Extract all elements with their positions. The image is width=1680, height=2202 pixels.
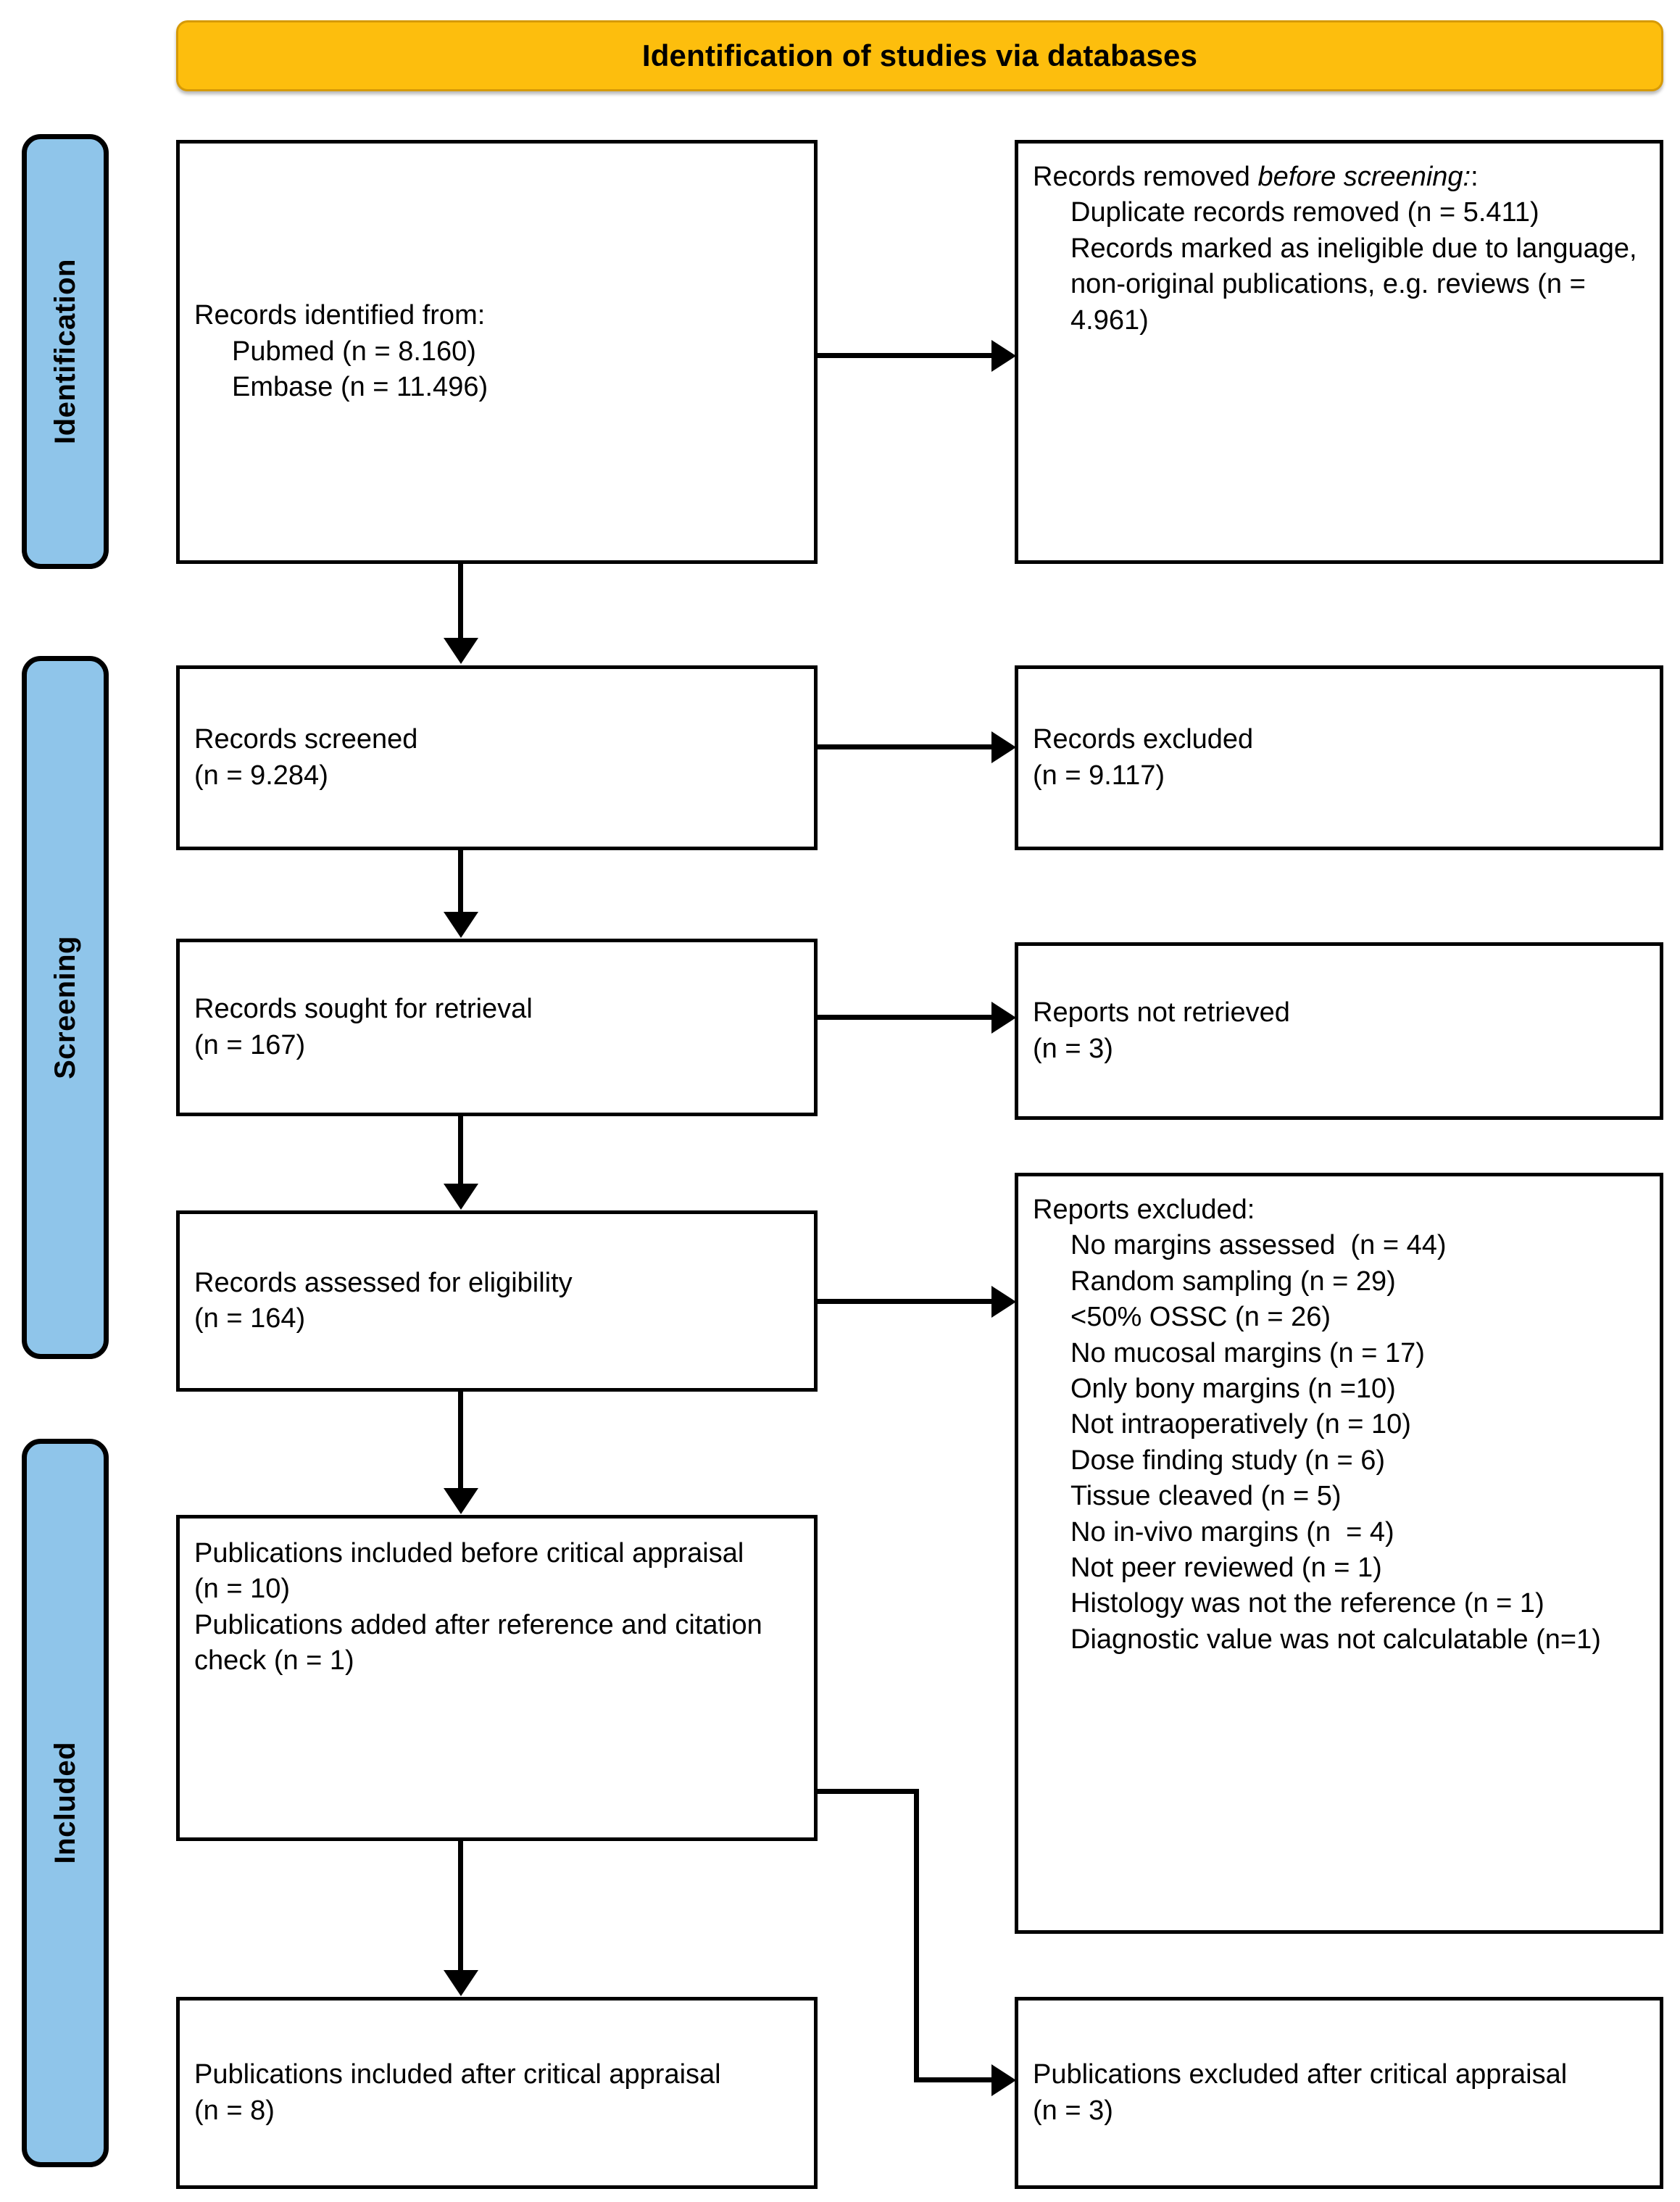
reports-excluded-item: Only bony margins (n =10) [1070,1373,1396,1404]
records-sought-line1: Records sought for retrieval [194,994,533,1025]
box-records-removed: Records removed before screening:: Dupli… [1015,140,1663,564]
reports-excluded-item: Tissue cleaved (n = 5) [1070,1481,1342,1512]
connector-identified-to-screened [458,564,463,644]
arrowhead-identified-to-removed [991,340,1016,372]
connector-included-before-to-included-after [458,1841,463,1975]
publications-excluded-after-line2: (n = 3) [1033,2095,1113,2126]
reports-excluded-heading: Reports excluded: [1033,1195,1255,1225]
publications-included-before-line3: Publications added after reference and c… [194,1609,770,1677]
records-sought-line2: (n = 167) [194,1029,306,1060]
arrowhead-included-before-to-included-after [444,1970,478,1996]
records-excluded-line1: Records excluded [1033,724,1254,755]
stage-label-screening: Screening [22,656,109,1359]
reports-not-retrieved-line1: Reports not retrieved [1033,997,1290,1029]
reports-excluded-list: No margins assessed (n = 44) Random samp… [1033,1228,1645,1658]
box-records-excluded: Records excluded (n = 9.117) [1015,665,1663,850]
records-removed-heading: Records removed before screening:: [1033,159,1645,195]
reports-excluded-item: No in-vivo margins (n = 4) [1070,1516,1394,1547]
elbow-included-before-to-excluded-after [914,2077,1002,2082]
elbow-included-before-horizontal [818,1789,919,1794]
records-screened-line2: (n = 9.284) [194,760,328,791]
box-records-assessed: Records assessed for eligibility (n = 16… [176,1210,818,1392]
arrowhead-identified-to-screened [444,638,478,664]
stage-label-screening-text: Screening [49,936,81,1079]
publications-included-before-line2: (n = 10) [194,1574,291,1605]
reports-excluded-item: Dose finding study (n = 6) [1070,1445,1386,1476]
records-screened-line1: Records screened [194,724,418,755]
box-records-sought: Records sought for retrieval (n = 167) [176,939,818,1116]
box-reports-not-retrieved: Reports not retrieved (n = 3) [1015,942,1663,1120]
reports-excluded-item: Random sampling (n = 29) [1070,1266,1396,1297]
arrowhead-sought-to-assessed [444,1184,478,1210]
stage-label-included: Included [22,1439,109,2167]
records-removed-item-1: Duplicate records removed (n = 5.411) [1070,197,1539,228]
connector-screened-to-sought [458,850,463,917]
reports-excluded-item: <50% OSSC (n = 26) [1070,1302,1331,1333]
arrowhead-screened-to-excluded [991,731,1016,763]
reports-excluded-item: Not peer reviewed (n = 1) [1070,1552,1382,1583]
records-identified-line1: Records identified from: [194,300,486,331]
records-removed-heading-plain: Records removed [1033,162,1258,192]
arrowhead-assessed-to-included-before [444,1488,478,1514]
publications-excluded-after-line1: Publications excluded after critical app… [1033,2059,1568,2090]
reports-excluded-item: Not intraoperatively (n = 10) [1070,1409,1411,1440]
records-assessed-line2: (n = 164) [194,1303,306,1334]
records-assessed-line1: Records assessed for eligibility [194,1267,573,1298]
publications-included-after-line1: Publications included after critical app… [194,2059,721,2090]
box-publications-included-after: Publications included after critical app… [176,1997,818,2189]
records-removed-heading-italic: before screening: [1257,162,1471,192]
records-identified-line2: Pubmed (n = 8.160) [232,336,476,367]
reports-excluded-item: Histology was not the reference (n = 1) [1070,1588,1544,1619]
box-records-identified: Records identified from: Pubmed (n = 8.1… [176,140,818,564]
stage-label-identification-text: Identification [49,259,81,444]
connector-assessed-to-reports-excluded [818,1299,1002,1304]
arrowhead-screened-to-sought [444,912,478,938]
arrowhead-sought-to-not-retrieved [991,1002,1016,1034]
stage-label-identification: Identification [22,134,109,569]
records-identified-line3: Embase (n = 11.496) [232,372,488,403]
banner-title: Identification of studies via databases [641,38,1198,72]
connector-identified-to-removed [818,353,1002,358]
arrowhead-assessed-to-reports-excluded [991,1286,1016,1318]
box-reports-excluded: Reports excluded: No margins assessed (n… [1015,1173,1663,1934]
publications-included-before-line1: Publications included before critical ap… [194,1538,744,1569]
connector-sought-to-assessed [458,1116,463,1189]
publications-included-after-line2: (n = 8) [194,2095,275,2126]
connector-assessed-to-included-before [458,1392,463,1493]
connector-sought-to-not-retrieved [818,1015,1002,1020]
box-records-screened: Records screened (n = 9.284) [176,665,818,850]
reports-excluded-item: No mucosal margins (n = 17) [1070,1337,1425,1368]
box-publications-excluded-after: Publications excluded after critical app… [1015,1997,1663,2189]
reports-excluded-item: No margins assessed (n = 44) [1070,1230,1447,1261]
reports-not-retrieved-line2: (n = 3) [1033,1033,1113,1064]
records-removed-heading-tail: : [1471,162,1479,192]
stage-label-included-text: Included [49,1742,81,1864]
arrowhead-included-before-to-excluded-after [991,2064,1016,2096]
records-removed-item-2: Records marked as ineligible due to lang… [1070,233,1645,336]
diagram-banner: Identification of studies via databases [176,20,1663,91]
elbow-included-before-vertical [914,1789,919,2082]
reports-excluded-item: Diagnostic value was not calculatable (n… [1070,1624,1601,1655]
box-publications-included-before: Publications included before critical ap… [176,1515,818,1841]
records-excluded-line2: (n = 9.117) [1033,760,1165,791]
connector-screened-to-excluded [818,744,1002,749]
